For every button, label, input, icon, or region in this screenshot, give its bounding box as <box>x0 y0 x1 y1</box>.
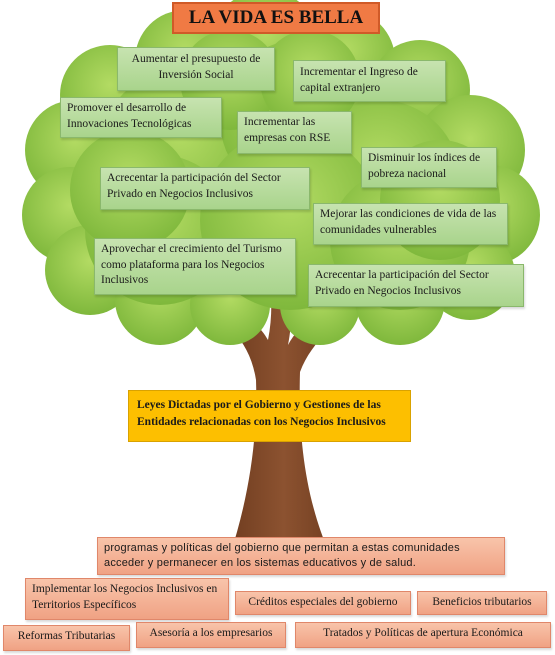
root-asesoria-empresarios: Asesoría a los empresarios <box>136 622 286 648</box>
root-creditos-especiales: Créditos especiales del gobierno <box>235 591 411 615</box>
leaf-incrementar-empresas: Incrementar las empresas con RSE <box>237 111 352 154</box>
root-beneficios-tributarios: Beneficios tributarios <box>417 591 547 615</box>
root-implementar-negocios: Implementar los Negocios Inclusivos en T… <box>25 578 229 620</box>
trunk-label: Leyes Dictadas por el Gobierno y Gestion… <box>128 390 411 442</box>
leaf-aumentar-presupuesto: Aumentar el presupuesto de Inversión Soc… <box>117 47 275 91</box>
leaf-aprovechar-turismo: Aprovechar el crecimiento del Turismo co… <box>94 238 296 295</box>
root-tratados-politicas: Tratados y Políticas de apertura Económi… <box>295 622 551 648</box>
leaf-promover-innovaciones: Promover el desarrollo de Innovaciones T… <box>60 97 222 138</box>
leaf-disminuir-pobreza: Disminuir los índices de pobreza naciona… <box>361 147 497 188</box>
leaf-incrementar-ingreso: Incrementar el Ingreso de capital extran… <box>293 60 446 102</box>
diagram-title: LA VIDA ES BELLA <box>172 2 380 34</box>
leaf-acrecentar-sector-2: Acrecentar la participación del Sector P… <box>308 264 524 307</box>
leaf-acrecentar-sector-1: Acrecentar la participación del Sector P… <box>100 167 310 210</box>
leaf-mejorar-condiciones: Mejorar las condiciones de vida de las c… <box>313 203 508 245</box>
root-programas-politicas: programas y políticas del gobierno que p… <box>97 537 505 575</box>
root-reformas-tributarias: Reformas Tributarias <box>3 625 130 651</box>
